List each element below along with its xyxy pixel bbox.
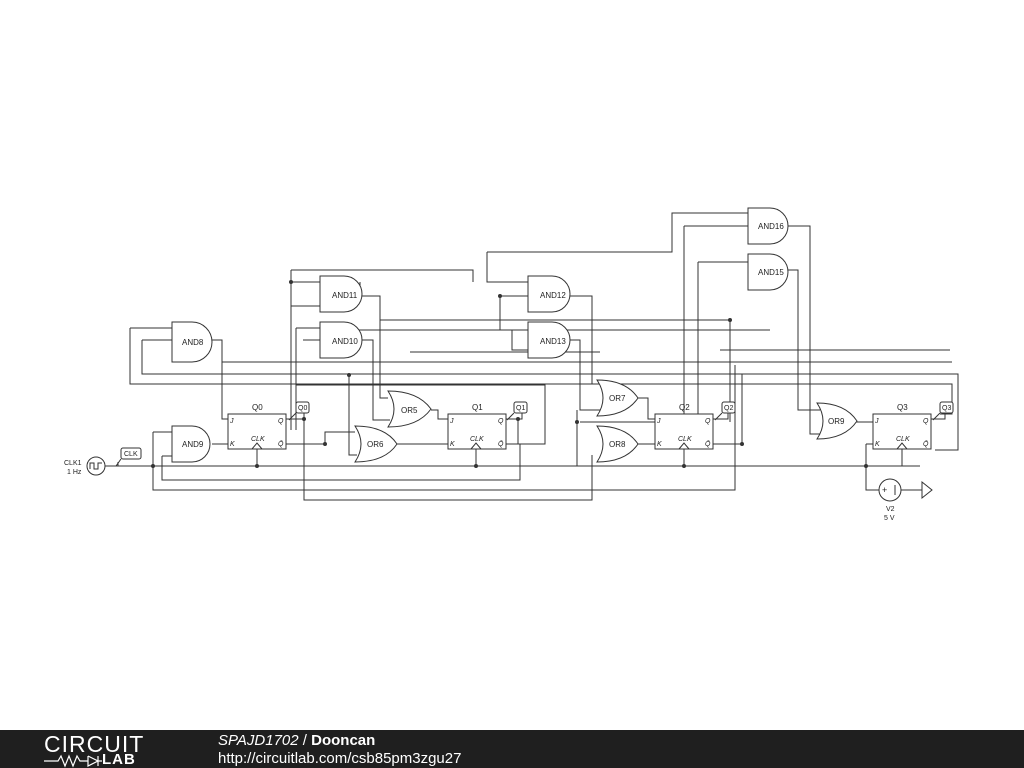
probe-label: Q1	[516, 405, 525, 412]
pin-q: Q	[278, 418, 284, 425]
circuit-url-link[interactable]: http://circuitlab.com/csb85pm3zgu27	[218, 750, 462, 767]
pin-q: Q	[498, 418, 504, 425]
gate-label: AND12	[540, 291, 566, 300]
flipflop-q2[interactable]: Q2 J K CLK Q Q̄	[654, 403, 714, 450]
project-name: SPAJD1702	[218, 732, 299, 749]
flipflop-name: Q1	[472, 403, 483, 412]
clock-source-clk1[interactable]: CLK1 1 Hz	[64, 456, 106, 476]
gate-label: OR7	[609, 394, 626, 403]
source-value: 5 V	[884, 515, 895, 522]
gate-label: OR9	[828, 417, 845, 426]
footer-bar: CIRCUIT LAB SPAJD1702 / Dooncan http://c…	[0, 730, 1024, 768]
circuit-title: SPAJD1702 / Dooncan	[218, 732, 375, 750]
schematic-canvas: AND8 AND9 AND11 AND10 AND12 AND13 AND16 …	[64, 207, 959, 522]
and-gate-and8[interactable]: AND8	[171, 321, 213, 363]
pin-q: Q	[705, 418, 711, 425]
gate-label: AND13	[540, 337, 566, 346]
pin-clk: CLK	[470, 436, 484, 443]
probe-q1[interactable]: Q1	[506, 401, 528, 421]
pin-k: K	[657, 441, 662, 448]
pin-clk: CLK	[896, 436, 910, 443]
pin-k: K	[230, 441, 235, 448]
probe-label: CLK	[124, 451, 138, 458]
title-separator: /	[298, 732, 312, 749]
probe-label: Q2	[724, 405, 733, 412]
and-gate-and9[interactable]: AND9	[171, 425, 211, 463]
pin-q: Q	[923, 418, 929, 425]
and-gate-and10[interactable]: AND10	[319, 321, 363, 359]
junctions	[151, 280, 868, 468]
circuitlab-logo[interactable]: CIRCUIT LAB	[44, 731, 176, 768]
and-gate-and15[interactable]: AND15	[747, 253, 789, 291]
gate-label: AND9	[182, 440, 204, 449]
pin-k: K	[875, 441, 880, 448]
gate-label: AND15	[758, 268, 784, 277]
or-gate-or7[interactable]: OR7	[596, 379, 639, 417]
gate-label: AND16	[758, 222, 784, 231]
gate-label: OR6	[367, 440, 384, 449]
pin-j: J	[874, 418, 879, 425]
resistor-icon	[44, 754, 102, 768]
flipflop-name: Q3	[897, 403, 908, 412]
and-gate-and12[interactable]: AND12	[527, 275, 571, 313]
probe-q3[interactable]: Q3	[932, 401, 954, 421]
pin-qbar: Q̄	[498, 440, 504, 448]
flipflop-q0[interactable]: Q0 J K CLK Q Q̄	[227, 403, 287, 450]
probe-clk[interactable]: CLK	[115, 447, 142, 467]
pin-qbar: Q̄	[278, 440, 284, 448]
plus-sign-icon: +	[882, 485, 887, 495]
flipflop-q3[interactable]: Q3 J K CLK Q Q̄	[872, 403, 932, 450]
gate-label: OR5	[401, 406, 418, 415]
pin-j: J	[656, 418, 661, 425]
flipflop-q1[interactable]: Q1 J K CLK Q Q̄	[447, 403, 507, 450]
and-gate-and16[interactable]: AND16	[747, 207, 789, 245]
probe-q2[interactable]: Q2	[714, 401, 736, 421]
probe-label: Q3	[942, 405, 951, 412]
source-name: V2	[886, 506, 895, 513]
logo-text-circuit: CIRCUIT	[44, 731, 145, 757]
and-gate-and13[interactable]: AND13	[527, 321, 571, 359]
pin-j: J	[229, 418, 234, 425]
gate-label: AND8	[182, 338, 204, 347]
gate-label: AND11	[332, 291, 358, 300]
voltage-source-v2[interactable]: + V2 5 V	[878, 478, 933, 522]
author-name[interactable]: Dooncan	[311, 732, 376, 749]
or-gate-or6[interactable]: OR6	[354, 425, 398, 463]
clock-frequency: 1 Hz	[67, 469, 82, 476]
pin-clk: CLK	[678, 436, 692, 443]
gate-label: AND10	[332, 337, 358, 346]
flipflop-name: Q0	[252, 403, 263, 412]
flipflop-name: Q2	[679, 403, 690, 412]
probe-q0[interactable]: Q0	[288, 401, 310, 421]
gate-label: OR8	[609, 440, 626, 449]
pin-j: J	[449, 418, 454, 425]
pin-clk: CLK	[251, 436, 265, 443]
or-gate-or9[interactable]: OR9	[816, 402, 858, 440]
logo-text-lab: LAB	[102, 751, 136, 768]
clock-name: CLK1	[64, 460, 82, 467]
and-gate-and11[interactable]: AND11	[319, 275, 363, 313]
pin-qbar: Q̄	[923, 440, 929, 448]
pin-qbar: Q̄	[705, 440, 711, 448]
pin-k: K	[450, 441, 455, 448]
or-gate-or8[interactable]: OR8	[596, 425, 639, 463]
probe-label: Q0	[298, 405, 307, 412]
or-gate-or5[interactable]: OR5	[387, 390, 432, 428]
